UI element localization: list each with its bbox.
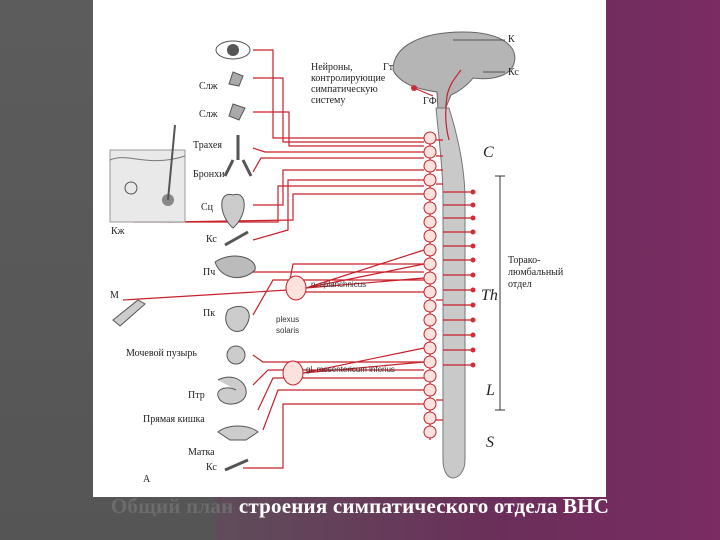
label-trachea: Трахея bbox=[193, 140, 222, 151]
label-thoraco-1: Торако- bbox=[508, 255, 540, 266]
label-neurons-2: контролирующие bbox=[311, 73, 386, 84]
label-c: C bbox=[483, 144, 494, 161]
label-pk: Пк bbox=[203, 308, 215, 319]
nerve-lines bbox=[122, 49, 424, 469]
label-kc-mid: Кс bbox=[206, 234, 217, 245]
label-s: S bbox=[486, 434, 494, 451]
label-thoraco-2: люмбальный bbox=[508, 267, 564, 278]
label-plexus-2: solaris bbox=[276, 326, 299, 335]
slide-caption: Общий план строения симпатического отдел… bbox=[0, 494, 720, 519]
label-bladder: Мочевой пузырь bbox=[126, 348, 197, 359]
eye-icon bbox=[215, 40, 251, 60]
label-sc: Сц bbox=[201, 202, 214, 213]
sympathetic-chain bbox=[423, 131, 437, 440]
label-thoraco-3: отдел bbox=[508, 279, 532, 290]
label-bronchi: Бронхи bbox=[193, 169, 225, 180]
label-splanchnicus: n. splanchnicus bbox=[311, 280, 366, 289]
segment-outputs bbox=[443, 189, 476, 368]
label-neurons-1: Нейроны, bbox=[311, 62, 353, 73]
label-figure-letter: А bbox=[143, 474, 151, 485]
label-pch: Пч bbox=[203, 267, 215, 278]
label-ptr: Птр bbox=[188, 390, 205, 401]
label-uterus: Матка bbox=[188, 447, 215, 458]
salivary-gland-icon bbox=[228, 103, 246, 121]
spinal-cord bbox=[435, 107, 466, 479]
label-rectum: Прямая кишка bbox=[143, 414, 205, 425]
label-l: L bbox=[485, 382, 495, 399]
caption-part-2: строения симпатического отдела ВНС bbox=[233, 494, 610, 518]
brain-shape bbox=[392, 31, 516, 111]
label-m: М bbox=[110, 290, 119, 301]
label-plexus-1: plexus bbox=[276, 315, 299, 324]
lacrimal-gland-icon bbox=[228, 71, 244, 87]
label-slzh-2: Слж bbox=[199, 109, 218, 120]
label-ganglion: gl. mesentericum inferius bbox=[306, 365, 395, 374]
vessel-icon bbox=[224, 230, 249, 247]
intestine-icon bbox=[217, 376, 247, 405]
label-k: К bbox=[508, 34, 515, 45]
bladder-icon bbox=[226, 345, 246, 365]
heart-icon bbox=[221, 193, 245, 229]
label-gt: Гт bbox=[383, 62, 394, 73]
label-neurons-3: симпатическую bbox=[311, 84, 378, 95]
label-kc-top: Кс bbox=[508, 67, 519, 78]
label-gf: ГФ bbox=[423, 96, 437, 107]
label-kc-bottom: Кс bbox=[206, 462, 217, 473]
label-slzh-1: Слж bbox=[199, 81, 218, 92]
pancreas-icon bbox=[225, 305, 250, 332]
vessel-bottom-icon bbox=[224, 458, 249, 472]
sympathetic-ns-diagram: К Кс Нейроны, контролирующие симпатическ… bbox=[93, 0, 606, 497]
diagram-svg: К Кс Нейроны, контролирующие симпатическ… bbox=[109, 31, 564, 485]
caption-part-1: Общий план bbox=[110, 494, 234, 518]
label-kzh: Кж bbox=[111, 226, 125, 237]
label-neurons-4: систему bbox=[311, 95, 345, 106]
muscle-icon bbox=[112, 299, 146, 327]
liver-icon bbox=[214, 255, 256, 278]
trachea-icon bbox=[223, 135, 253, 177]
uterus-icon bbox=[217, 425, 259, 441]
label-th: Th bbox=[481, 287, 498, 304]
skin-section bbox=[109, 124, 186, 223]
